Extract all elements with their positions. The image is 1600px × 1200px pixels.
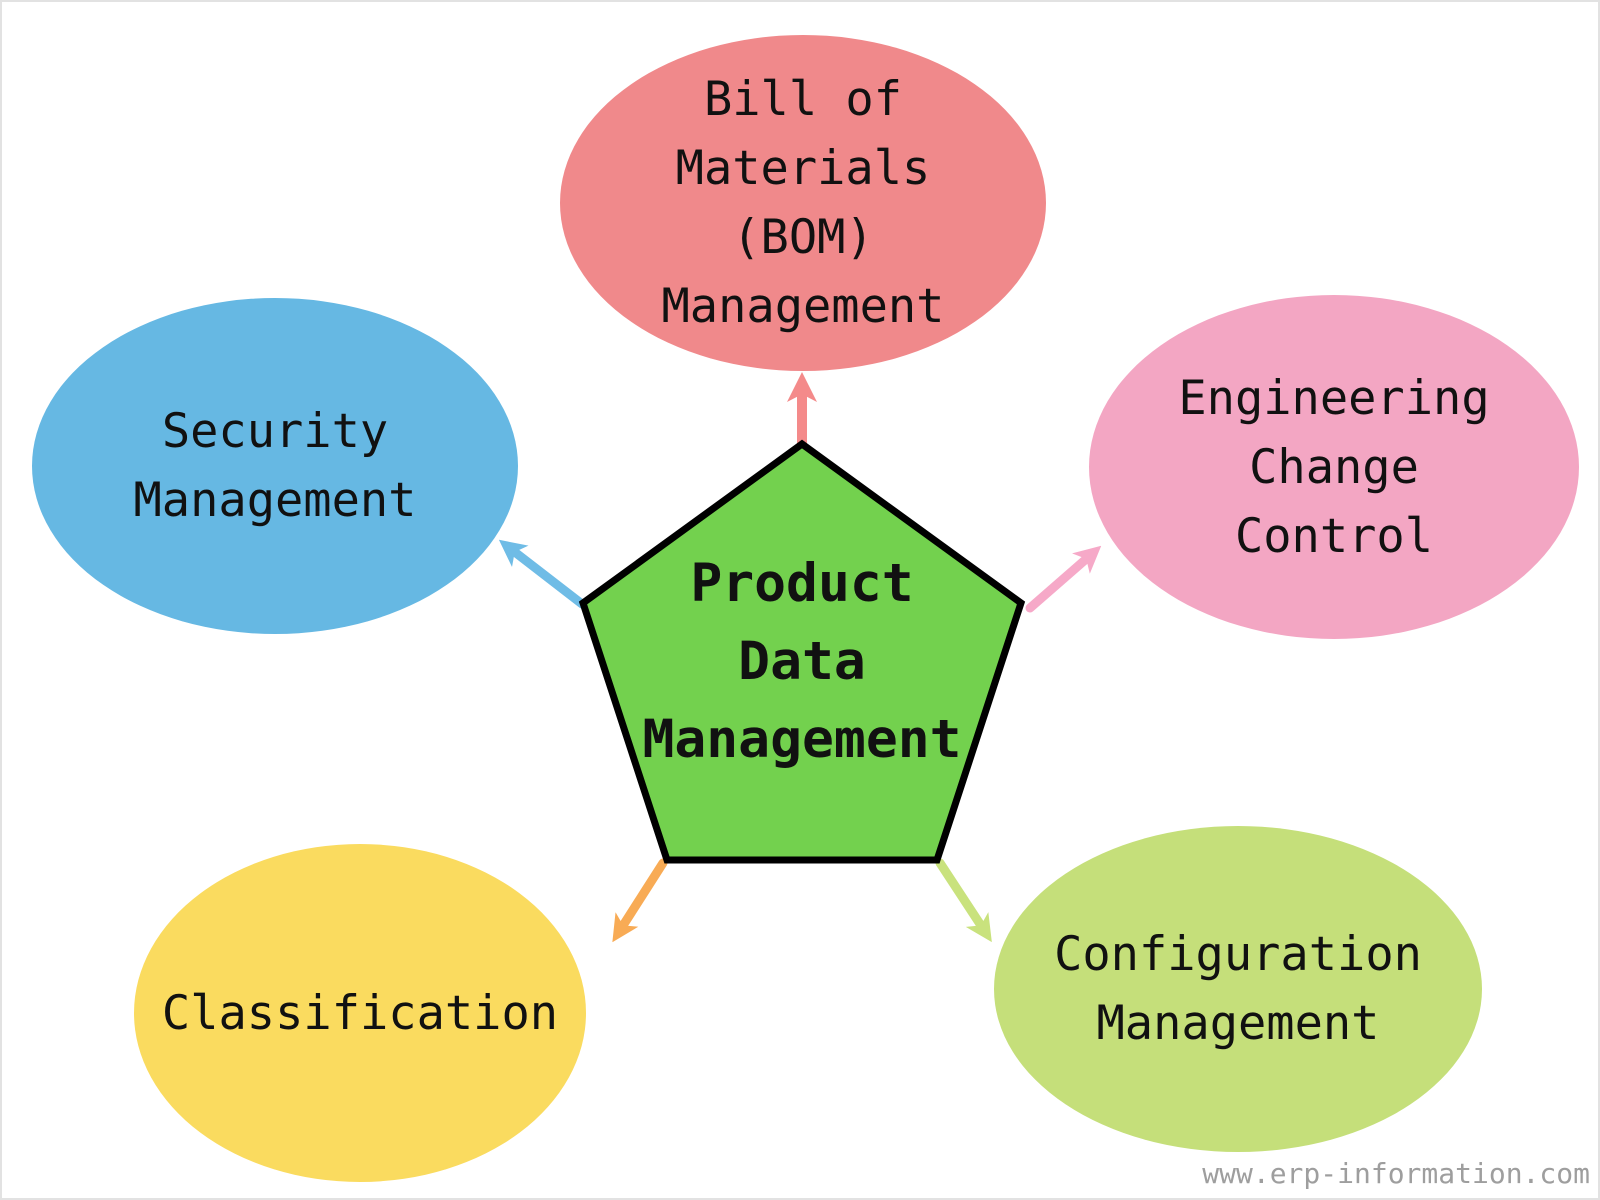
node-label-line: Bill of (703, 72, 903, 127)
node-label-line: Security (161, 404, 389, 459)
node-label-line: Management (1096, 996, 1380, 1051)
node-label-line: Control (1234, 508, 1434, 564)
pentagon-shape (578, 439, 1026, 864)
node-bill-of-materials-management: Bill of Materials (BOM) Management (560, 35, 1046, 371)
node-label-line: Change (1249, 439, 1419, 495)
pentagon-label-line: Management (642, 709, 962, 770)
node-engineering-change-control: Engineering Change Control (1089, 295, 1579, 639)
pentagon-label: Product Data Management (602, 545, 1002, 779)
pentagon-label-line: Product (690, 553, 914, 614)
watermark-url: www.erp-information.com (1202, 1157, 1590, 1190)
node-label-line: Engineering (1178, 370, 1490, 426)
pentagon-label-line: Data (738, 631, 866, 692)
node-label-line: Materials (675, 141, 931, 196)
node-label-line: (BOM) (732, 210, 874, 265)
arrow-to-security (498, 539, 587, 609)
arrow-to-classification (612, 858, 668, 943)
node-configuration-management: Configuration Management (994, 826, 1482, 1152)
node-label-line: Management (133, 473, 417, 528)
node-security-management: Security Management (32, 298, 518, 634)
node-classification: Classification (134, 844, 586, 1182)
node-label-line: Management (661, 279, 945, 334)
node-label-line: Classification (161, 985, 559, 1041)
node-label-line: Configuration (1054, 927, 1422, 982)
arrow-to-configuration (935, 858, 992, 943)
arrow-to-engineering (1025, 545, 1102, 613)
